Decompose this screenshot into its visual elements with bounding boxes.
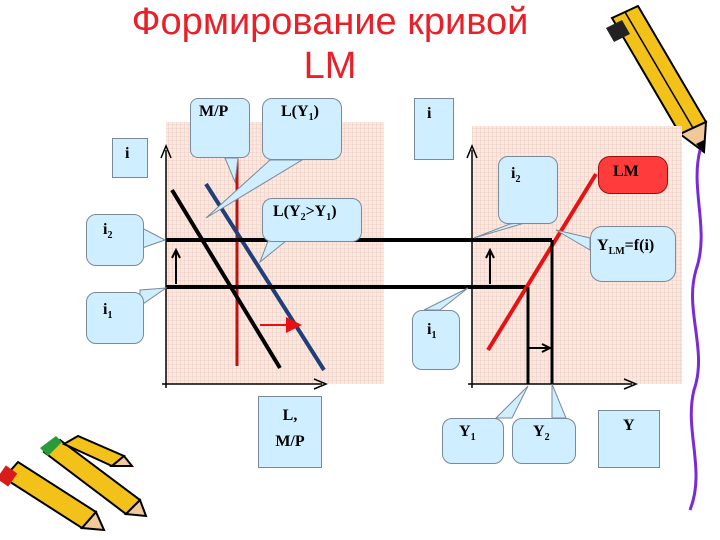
demand-curve-y2 xyxy=(204,182,326,372)
lm-curve xyxy=(486,172,598,352)
left-axes xyxy=(160,144,328,390)
money-supply-label: M/P xyxy=(190,98,250,158)
right-x-axis-label: Y xyxy=(598,410,660,468)
demand-curve-y1 xyxy=(170,188,282,370)
pencils-icon xyxy=(0,434,148,532)
page-title: Формирование кривой LM xyxy=(60,0,600,88)
left-i1-label: i1 xyxy=(86,292,144,344)
lm-equation-label: YLM=f(i) xyxy=(590,226,676,282)
title-line-2: LM xyxy=(303,45,357,87)
lm-curve-label: LM xyxy=(598,156,668,194)
right-i1-label: i1 xyxy=(412,310,460,370)
left-x-axis-label: L, M/P xyxy=(258,396,322,468)
left-i-axis-label: i xyxy=(112,138,148,178)
demand-y1-label: L(Y1) xyxy=(262,98,342,160)
output-arrow xyxy=(528,343,553,353)
y1-label: Y1 xyxy=(442,418,504,464)
left-i2-label: i2 xyxy=(86,214,144,266)
title-line-1: Формирование кривой xyxy=(131,1,529,43)
right-i-axis-label: i xyxy=(414,98,454,160)
rate-arrows xyxy=(171,247,495,284)
decorative-squiggle xyxy=(688,149,703,511)
y2-label: Y2 xyxy=(512,418,576,464)
right-axes xyxy=(466,144,638,390)
demand-y2-label: L(Y2>Y1) xyxy=(262,198,362,242)
pencil-icon xyxy=(606,4,708,154)
right-i2-label: i2 xyxy=(498,156,558,224)
